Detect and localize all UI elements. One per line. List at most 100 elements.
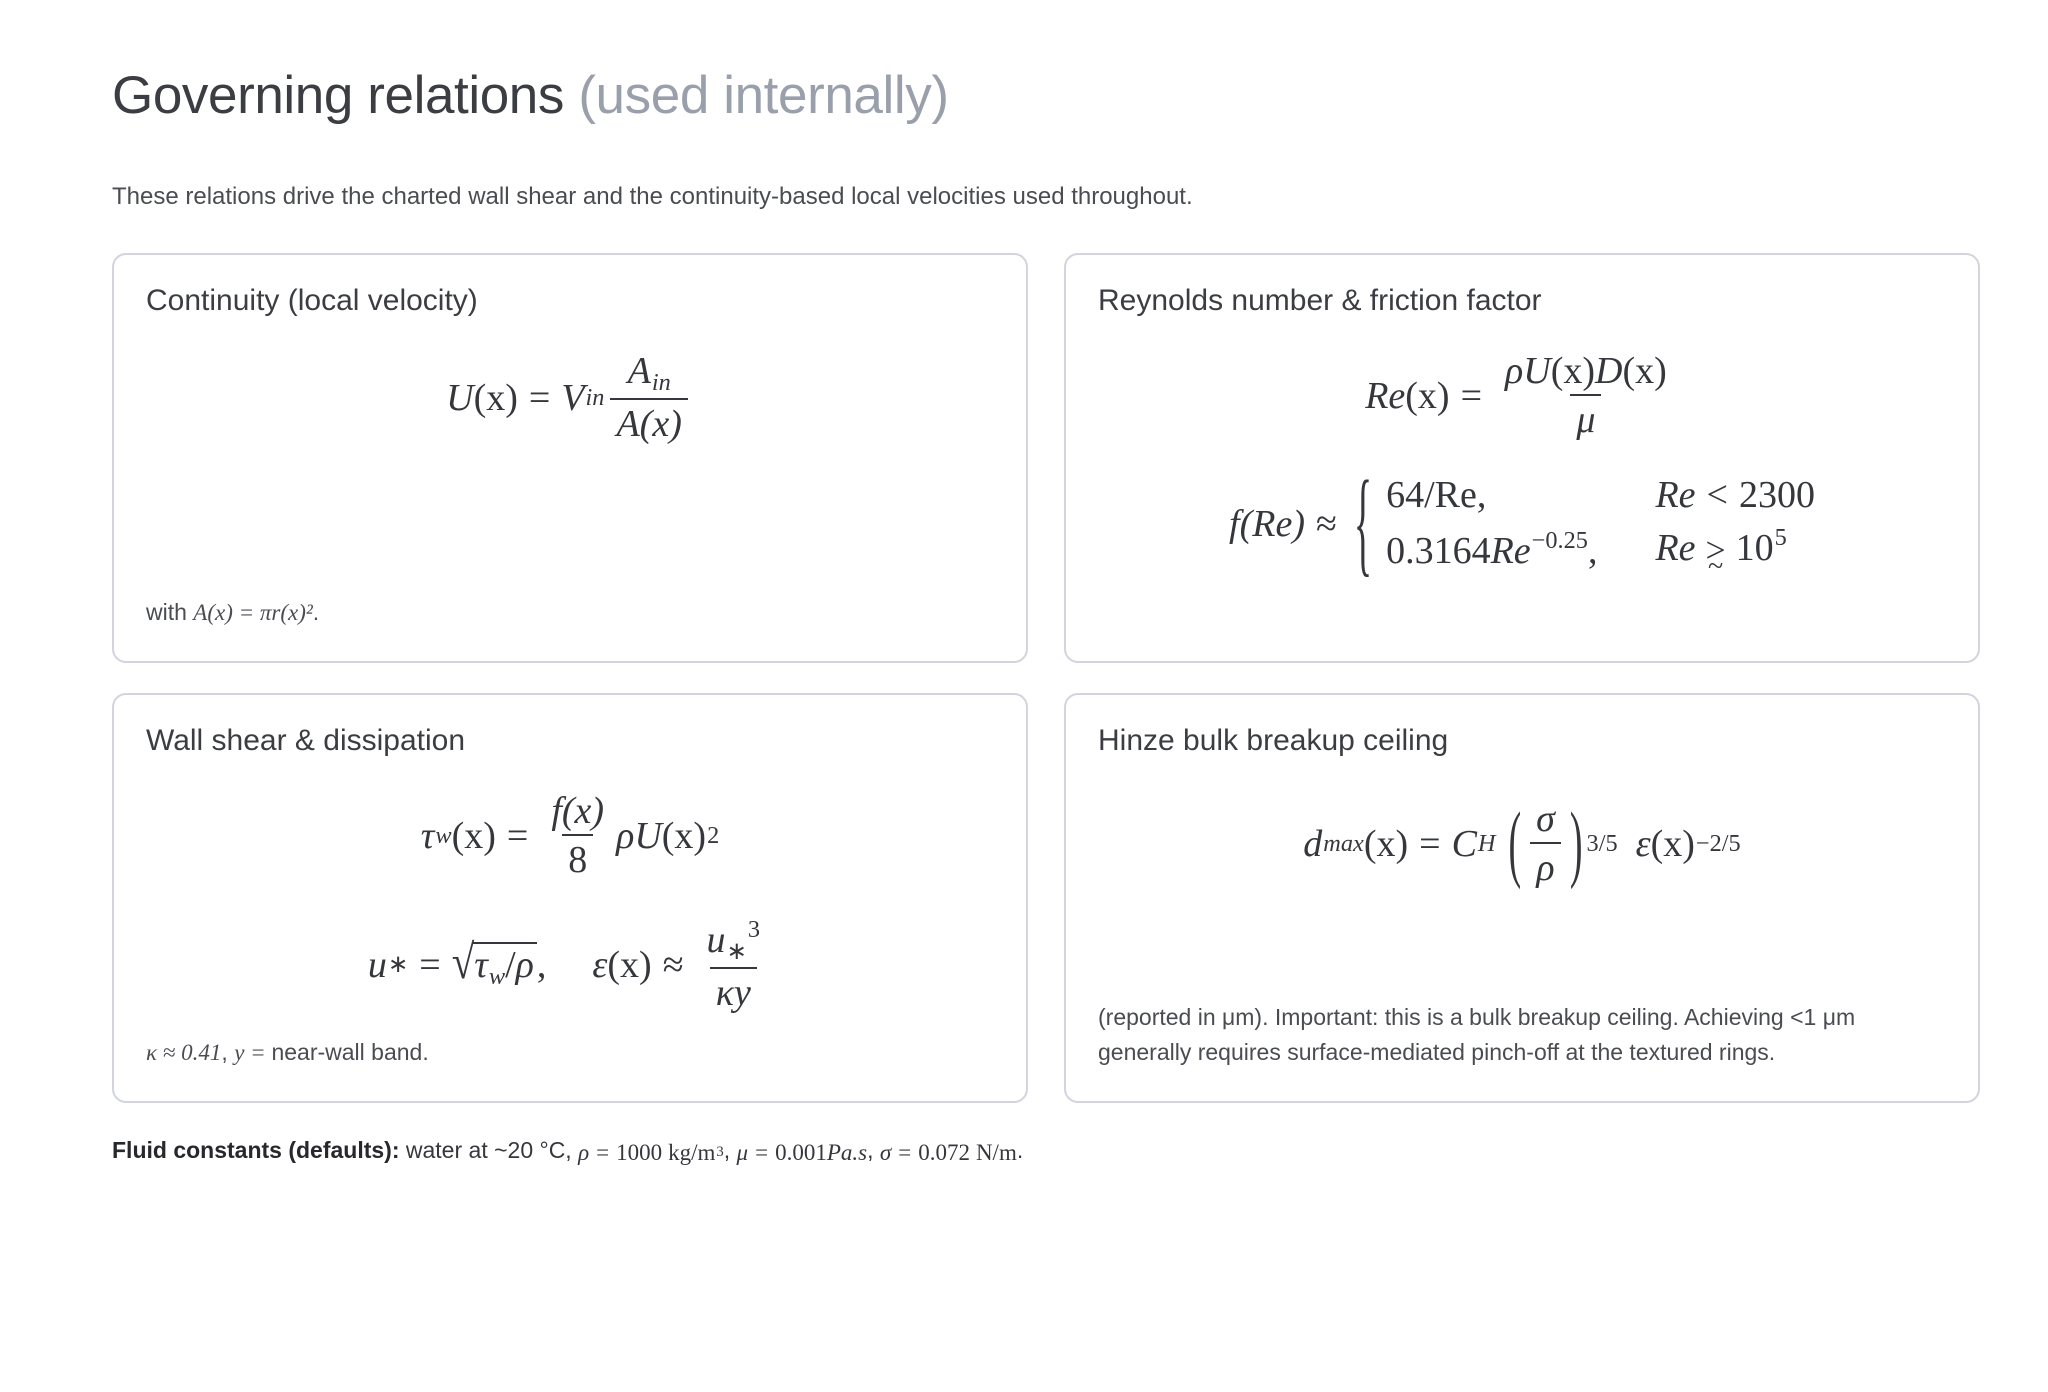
formula-f-case1-cond-num: 2300 [1738, 474, 1815, 517]
formula-continuity-v: V [561, 376, 585, 419]
card-reynolds: Reynolds number & friction factor Re(x) … [1064, 252, 1980, 663]
formula-f-lhs: f [1229, 503, 1240, 546]
formula-continuity-equals: = [528, 376, 551, 419]
formula-f-lhs-arg: (Re) [1239, 503, 1305, 546]
formula-dmax-equals: = [1419, 822, 1441, 865]
formula-dmax-sub: max [1323, 829, 1364, 857]
formula-paren-open: ( [1508, 796, 1522, 892]
note-equals: = [244, 1040, 272, 1066]
formula-tau-rho: ρ [616, 814, 635, 857]
formula-tau-equals: = [506, 814, 529, 857]
formula-eps-num-exp: 3 [747, 916, 761, 944]
note-continuity-math: A(x) = πr(x)² [193, 600, 313, 626]
formula-ustar-comma: , [536, 944, 547, 987]
formula-re-lhs-arg: (x) [1405, 374, 1450, 417]
formula-f-case2-value: 0.3164Re−0.25, [1386, 528, 1598, 572]
mu-unit: Pa.s [826, 1139, 868, 1165]
sigma-equals: = [898, 1139, 912, 1165]
page-title-muted: (used internally) [578, 66, 949, 125]
mu-symbol: μ [736, 1139, 749, 1165]
note-continuity-prefix: with [146, 599, 194, 626]
formula-continuity-den: A(x) [610, 397, 688, 446]
formula-continuity-num-sub: in [651, 368, 671, 396]
card-hinze-spacer [1098, 890, 1946, 1000]
card-title-reynolds: Reynolds number & friction factor [1098, 283, 1542, 317]
formula-f-cases: 64/Re, Re<2300 0.3164Re−0.25, Re>~105 [1386, 474, 1815, 580]
formula-continuity-lhs: U [446, 376, 474, 419]
rho-equals: = [596, 1139, 610, 1165]
formula-f-case1-value: 64/Re, [1386, 474, 1487, 517]
card-wall-shear-spacer [146, 1015, 994, 1036]
card-title-continuity: Continuity (local velocity) [146, 283, 478, 317]
formula-eps-num-u: u [706, 919, 726, 962]
formula-re-fraction: ρU(x)D(x) μ [1499, 350, 1673, 442]
formula-continuity-fraction: Ain A(x) [610, 349, 688, 446]
formula-re-d-arg: (x) [1622, 349, 1667, 392]
formula-re-d: D [1595, 349, 1623, 392]
formula-exponent-minus-two-fifths: −2/5 [1695, 829, 1741, 857]
formula-rho: ρ [1530, 842, 1561, 890]
fluid-constants-label: Fluid constants (defaults): [112, 1136, 400, 1163]
formula-paren-close: ) [1569, 796, 1583, 892]
formula-eps: ε [592, 944, 608, 987]
formula-continuity-lhs-arg: (x) [473, 376, 518, 419]
footer-sep-2: , [867, 1136, 880, 1163]
formula-ustar-equals: = [419, 944, 441, 987]
formula-eps-den-kappa: κ [715, 972, 734, 1015]
note-y-symbol: y [234, 1040, 245, 1066]
sigma-value: 0.072 [918, 1139, 970, 1165]
formula-f-case2-comma: , [1587, 529, 1598, 572]
formula-eps-num-sub: ∗ [726, 937, 747, 965]
rho-symbol: ρ [578, 1139, 590, 1165]
formula-re-u-arg: (x) [1550, 349, 1596, 392]
formula-eps-den-y: y [734, 972, 751, 1015]
formula-eps-arg: (x) [607, 944, 652, 987]
sigma-symbol: σ [879, 1139, 892, 1165]
sigma-unit: N/m [975, 1139, 1017, 1165]
formula-f-case1-cond-op: < [1706, 474, 1728, 517]
formula-f-case2-coef: 0.3164 [1386, 529, 1491, 572]
formula-sigma-rho-fraction: σ ρ [1530, 798, 1561, 890]
formula-ch-sub: H [1477, 829, 1496, 857]
rho-unit: kg/m [668, 1139, 716, 1165]
formula-tau: τ [420, 814, 435, 857]
formula-sigma: σ [1536, 797, 1555, 840]
note-continuity-suffix: . [312, 599, 320, 626]
card-continuity-spacer [146, 446, 994, 596]
mu-equals: = [755, 1139, 769, 1165]
page-title-main: Governing relations [112, 66, 579, 125]
card-title-wall-shear: Wall shear & dissipation [146, 723, 466, 757]
formula-f-case2-cond-re: Re [1655, 527, 1696, 570]
formula-dmax: d [1303, 822, 1323, 865]
formula-f-case1-condition: Re<2300 [1655, 476, 1815, 514]
formula-continuity-num: A [627, 349, 651, 392]
formula-f-case2-cond-base: 10 [1735, 527, 1774, 570]
formula-dmax-arg: (x) [1363, 822, 1409, 865]
formula-re-mu: μ [1570, 394, 1602, 442]
formula-re-rho: ρ [1505, 349, 1524, 392]
formula-ch: C [1451, 822, 1477, 865]
card-reynolds-spacer [1098, 572, 1946, 631]
footer-sep-1: , [723, 1136, 737, 1163]
formula-ustar-sub: ∗ [387, 951, 409, 979]
formula-f-case2-re: Re [1490, 529, 1531, 572]
formula-continuity-v-sub: in [585, 383, 605, 411]
fluid-constants-water: water at ~20 °C, [399, 1136, 579, 1163]
note-wall-shear: κ ≈ 0.41, y = near-wall band. [146, 1035, 994, 1071]
formula-tau-num: f(x) [551, 789, 605, 832]
formula-tau-u-exp: 2 [707, 821, 720, 849]
formula-friction-velocity-dissipation: u∗ = √τw/ρ, ε(x) ≈ u∗3 κy [146, 916, 994, 1015]
formula-ustar-slash: / [505, 943, 516, 986]
note-hinze: (reported in μm). Important: this is a b… [1098, 1003, 1856, 1066]
formula-exponent-three-fifths: 3/5 [1586, 829, 1618, 857]
note-kappa-value: κ ≈ 0.41 [146, 1040, 222, 1066]
formula-f-approx: ≈ [1315, 503, 1337, 546]
